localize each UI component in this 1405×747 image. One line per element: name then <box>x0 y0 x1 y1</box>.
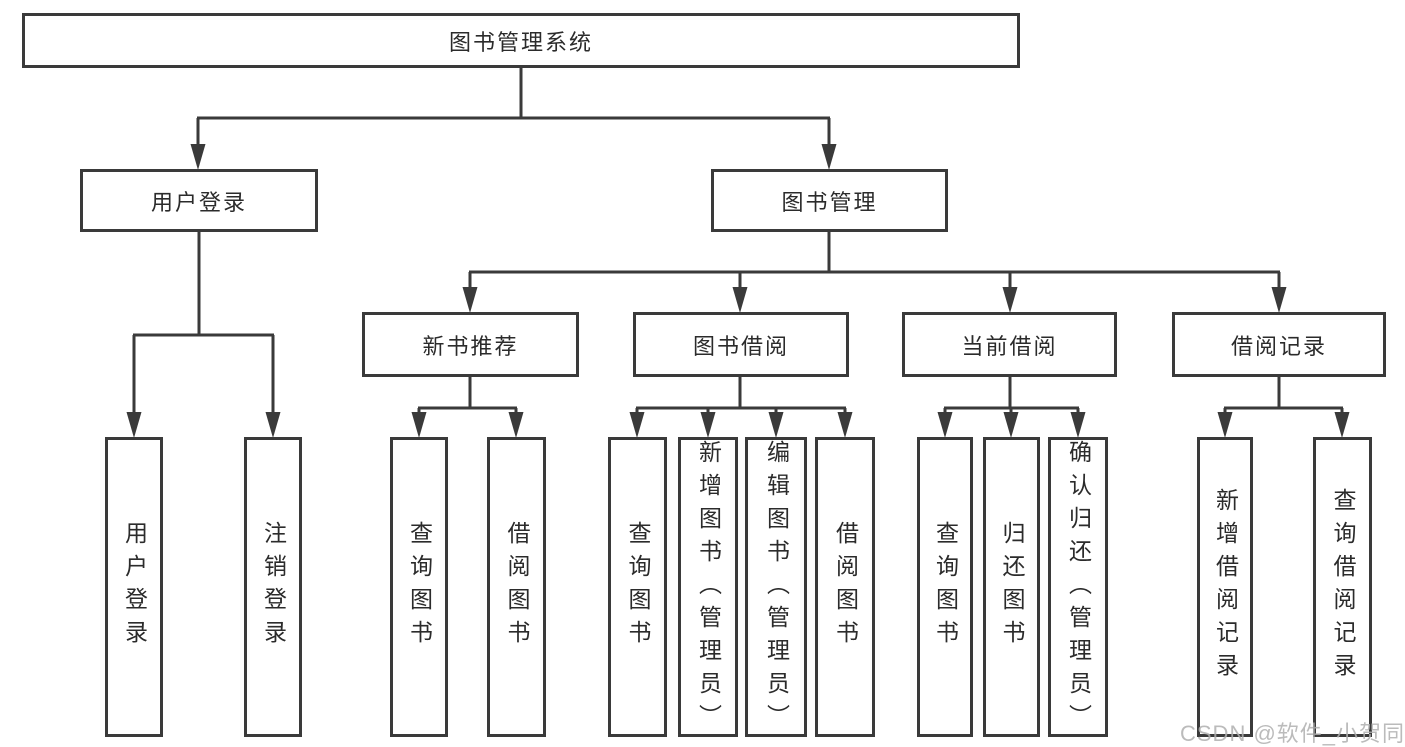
node-user-login: 用户登录 <box>80 169 318 232</box>
node-current-borrowing: 当前借阅 <box>902 312 1117 377</box>
node-new-book-recommend: 新书推荐 <box>362 312 579 377</box>
leaf-logout-login: 注销登录 <box>244 437 302 737</box>
leaf-add-books-admin: 新增图书（管理员） <box>678 437 738 737</box>
leaf-query-books-current: 查询图书 <box>917 437 973 737</box>
leaf-return-books: 归还图书 <box>983 437 1040 737</box>
leaf-borrow-books-recommend: 借阅图书 <box>487 437 546 737</box>
leaf-edit-books-admin: 编辑图书（管理员） <box>745 437 807 737</box>
leaf-add-borrow-record: 新增借阅记录 <box>1197 437 1253 737</box>
node-book-borrowing: 图书借阅 <box>633 312 849 377</box>
leaf-query-books-borrow: 查询图书 <box>608 437 667 737</box>
node-book-management: 图书管理 <box>711 169 948 232</box>
node-borrowing-records: 借阅记录 <box>1172 312 1386 377</box>
leaf-confirm-return-admin: 确认归还（管理员） <box>1048 437 1108 737</box>
leaf-borrow-books: 借阅图书 <box>815 437 875 737</box>
node-root-library-system: 图书管理系统 <box>22 13 1020 68</box>
leaf-query-borrow-record: 查询借阅记录 <box>1313 437 1372 737</box>
leaf-user-login: 用户登录 <box>105 437 163 737</box>
leaf-query-books-recommend: 查询图书 <box>390 437 448 737</box>
csdn-watermark: CSDN @软件_小贺同学 <box>1180 721 1405 746</box>
